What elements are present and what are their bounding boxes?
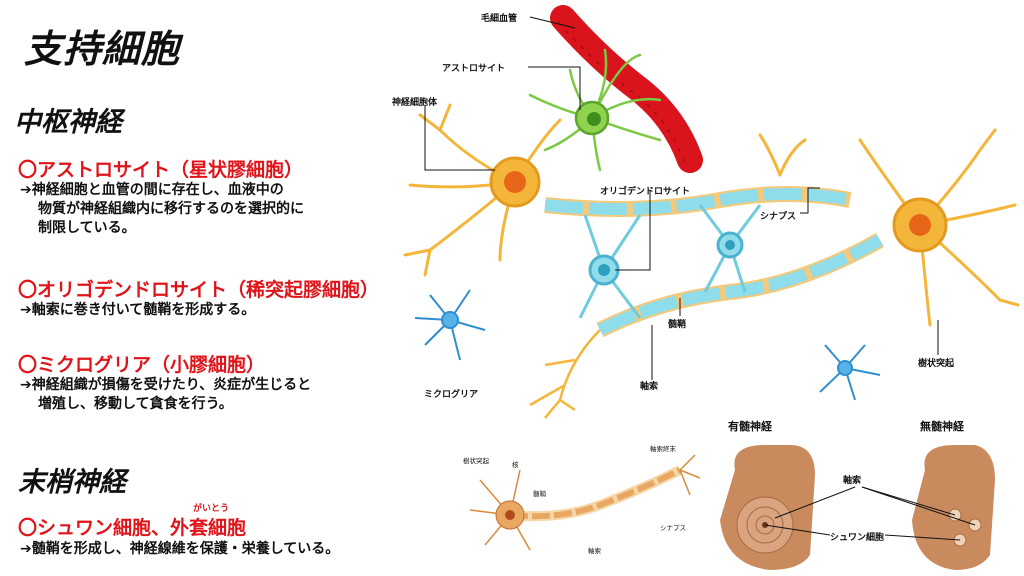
small-label-myelin: 髄鞘 [533,490,546,498]
label-myelinated: 有髄神経 [728,420,772,433]
small-label-dendrite: 樹状突起 [463,457,489,465]
label-axon: 軸索 [640,382,659,392]
schwann-desc: ➔髄鞘を形成し、神経線維を保護・栄養している。 [20,541,340,557]
astrocyte-desc-2: 物質が神経組織内に移行するのを選択的に [38,201,304,217]
astrocyte-desc-1: ➔神経細胞と血管の間に存在し、血液中の [20,182,284,198]
neuron-left [403,103,562,277]
peripheral-heading: 末梢神経 [18,467,126,498]
microglia-desc-2: 増殖し、移動して貪食を行う。 [38,396,233,412]
small-label-synapse: シナプス [660,524,686,532]
label-cs-axon: 軸索 [843,476,862,486]
central-heading: 中枢神経 [14,107,122,138]
schwann-name: 〇シュワン細胞、外套細胞 [18,517,247,539]
microglia-name: 〇ミクログリア（小膠細胞） [18,354,266,376]
myelinated-axon-upper [544,186,852,217]
astrocyte-desc-3: 制限している。 [38,220,136,236]
small-label-axon: 軸索 [588,547,601,555]
astrocyte-name: 〇アストロサイト（星状膠細胞） [18,159,304,181]
capillary-vessel [550,5,703,173]
label-microglia: ミクログリア [424,390,479,400]
oligodendrocyte-cell [578,204,762,319]
label-cs-schwann: シュワン細胞 [830,533,885,543]
unmyelinated-cross-section [912,445,995,570]
myelinated-axon-lower [596,233,884,338]
label-oligodendrocyte: オリゴデンドロサイト [600,187,691,197]
oligodendrocyte-name: 〇オリゴデンドロサイト（稀突起膠細胞） [18,279,380,301]
astrocyte-cell [528,48,662,172]
small-neuron-diagram [469,454,701,551]
label-unmyelinated: 無髄神経 [920,420,964,433]
oligodendrocyte-desc: ➔軸索に巻き付いて髄鞘を形成する。 [20,302,256,318]
small-label-axon-terminal: 軸索終末 [650,445,676,453]
schwann-ruby: がいとう [193,504,230,514]
leader-lines [424,16,939,380]
label-myelin: 髄鞘 [668,320,687,330]
label-astrocyte: アストロサイト [442,64,506,74]
cross-section-leaders [764,486,976,541]
label-cell-body: 神経細胞体 [392,98,438,108]
neuron-right [758,128,1020,327]
label-synapse: シナプス [760,212,797,222]
microglia-cell-left [414,289,486,361]
microglia-desc-1: ➔神経組織が損傷を受けたり、炎症が生じると [20,377,312,393]
axon-terminal [529,329,601,419]
label-capillary: 毛細血管 [481,14,518,24]
small-label-nucleus: 核 [512,461,519,469]
microglia-cell-right [819,344,881,401]
page-title: 支持細胞 [24,27,181,71]
label-dendrite: 樹状突起 [918,359,955,369]
